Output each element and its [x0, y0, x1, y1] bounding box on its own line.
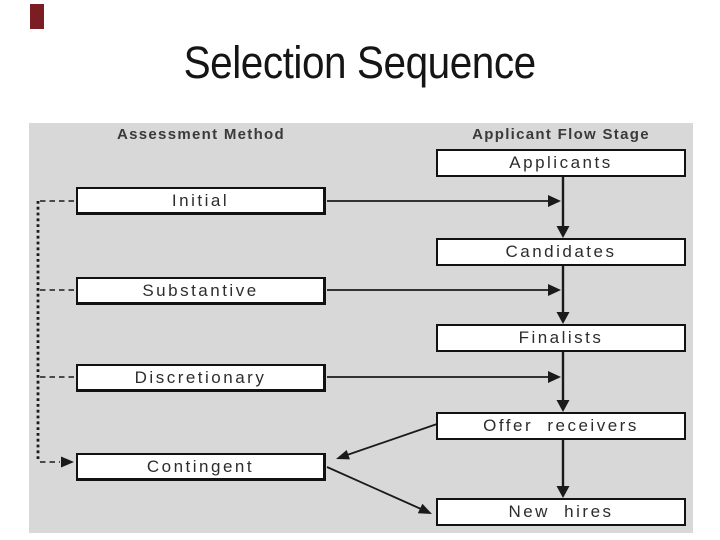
arrowhead-finalists	[556, 312, 570, 324]
arrowhead-offer-contingent	[336, 450, 350, 460]
arrowhead-contingent	[61, 456, 74, 468]
arrowhead-contingent-newhires	[417, 503, 432, 514]
arrow-contingent-newhires	[326, 466, 422, 510]
page-title: Selection Sequence	[183, 37, 537, 88]
stage-box-applicants: Applicants	[436, 149, 686, 177]
accent-bar	[30, 4, 44, 29]
method-box-contingent: Contingent	[76, 453, 326, 481]
arrowhead-newhires	[556, 486, 570, 498]
stage-box-finalists: Finalists	[436, 324, 686, 352]
arrowhead-discretionary	[548, 371, 561, 383]
arrowhead-offer	[556, 400, 570, 412]
column-header-assessment-method: Assessment Method	[117, 126, 285, 143]
column-header-applicant-flow-stage: Applicant Flow Stage	[472, 126, 650, 143]
stage-box-candidates: Candidates	[436, 238, 686, 266]
method-box-discretionary: Discretionary	[76, 364, 326, 392]
stage-box-new-hires: New hires	[436, 498, 686, 526]
arrowhead-initial	[548, 195, 561, 207]
arrowhead-candidates	[556, 226, 570, 238]
arrow-offer-contingent	[346, 423, 438, 456]
method-box-initial: Initial	[76, 187, 326, 215]
method-box-substantive: Substantive	[76, 277, 326, 305]
title-row: Selection Sequence	[0, 38, 720, 88]
stage-box-offer-receivers: Offer receivers	[436, 412, 686, 440]
arrowhead-substantive	[548, 284, 561, 296]
